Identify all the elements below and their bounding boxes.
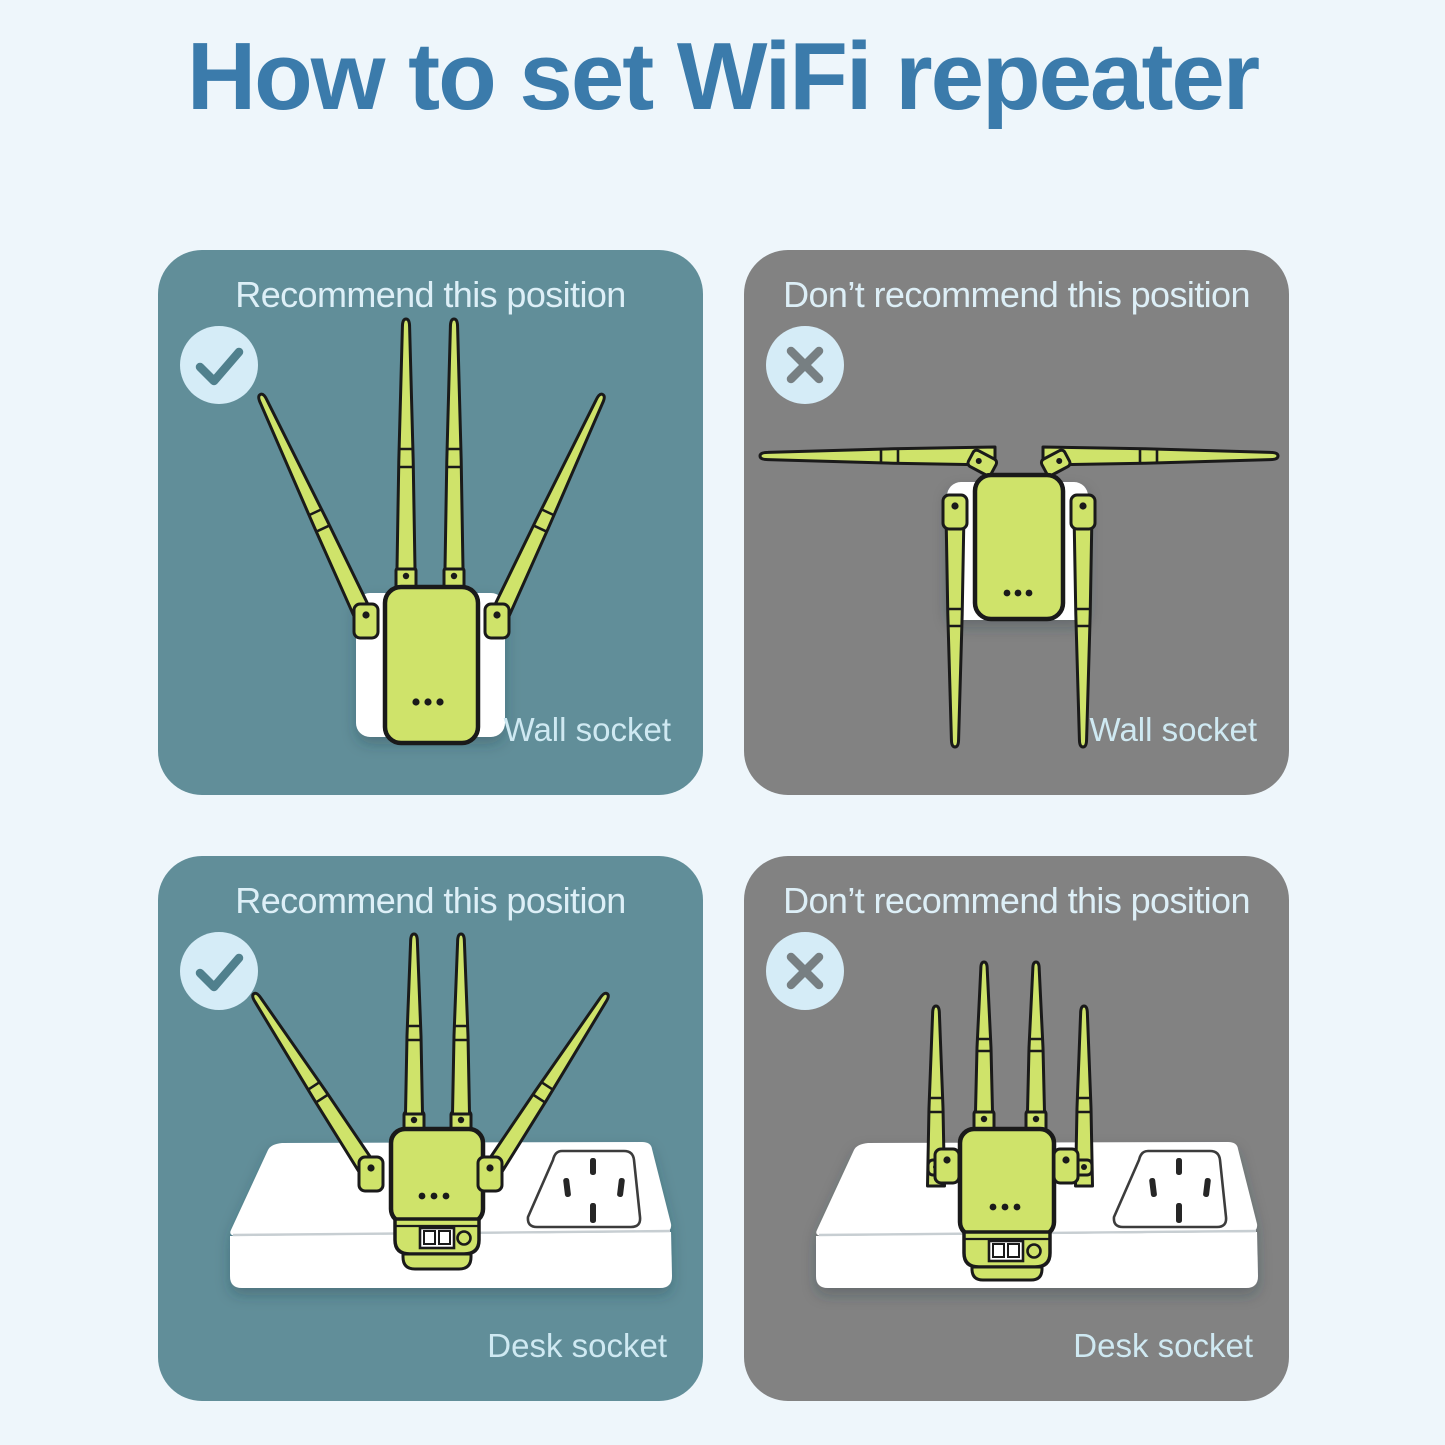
- cross-icon: [766, 326, 844, 404]
- antenna-down-left-icon: [944, 510, 966, 749]
- antenna-horizontal-left-icon: [758, 445, 997, 467]
- antenna-center-right-icon: [442, 317, 466, 593]
- panel-desk-recommended: Recommend this position Desk socket: [158, 856, 703, 1401]
- hinge-left-icon: [352, 602, 380, 640]
- repeater-wall-recommended-illustration: [250, 317, 613, 746]
- antenna-side-left-icon: [250, 389, 376, 627]
- check-icon: [180, 932, 258, 1010]
- antenna-inner-right-icon: [1024, 960, 1048, 1136]
- antenna-center-right-icon: [449, 932, 473, 1137]
- hinge-right-icon: [476, 1155, 504, 1193]
- top-stub-right-icon: [1039, 448, 1072, 477]
- check-icon: [180, 326, 258, 404]
- hinge-right-icon: [1069, 493, 1097, 531]
- top-stub-left-icon: [966, 448, 999, 477]
- panel-wall-recommended: Recommend this position Wall socket: [158, 250, 703, 795]
- led-indicators: [418, 1192, 450, 1200]
- antenna-center-left-icon: [394, 317, 418, 593]
- repeater-base-ports: [393, 1217, 481, 1271]
- repeater-body: [388, 1126, 486, 1226]
- panel-heading: Recommend this position: [235, 880, 626, 921]
- repeater-base-ports: [962, 1230, 1052, 1282]
- panel-heading: Don’t recommend this position: [783, 880, 1250, 921]
- antenna-side-right-icon: [487, 389, 613, 627]
- repeater-desk-recommended-illustration: [230, 932, 672, 1288]
- panel-wall-not-recommended: Don’t recommend this position Wall socke…: [744, 250, 1289, 795]
- page-title: How to set WiFi repeater: [186, 23, 1260, 130]
- panel-heading: Recommend this position: [235, 274, 626, 315]
- socket-label: Desk socket: [487, 1327, 667, 1364]
- socket-label: Desk socket: [1073, 1327, 1253, 1364]
- led-indicators: [989, 1203, 1021, 1211]
- led-indicators: [1003, 589, 1033, 597]
- hinge-right-icon: [483, 602, 511, 640]
- antenna-inner-left-icon: [972, 960, 996, 1136]
- panel-desk-not-recommended: Don’t recommend this position Desk socke…: [744, 856, 1289, 1401]
- led-indicators: [412, 698, 444, 706]
- hinge-left-icon: [941, 493, 969, 531]
- hinge-right-icon: [1052, 1147, 1080, 1185]
- cross-icon: [766, 932, 844, 1010]
- antenna-center-left-icon: [402, 932, 426, 1137]
- repeater-body: [957, 1126, 1057, 1239]
- panel-heading: Don’t recommend this position: [783, 274, 1250, 315]
- repeater-wall-not-recommended-illustration: [758, 445, 1280, 749]
- hinge-left-icon: [357, 1155, 385, 1193]
- repeater-desk-not-recommended-illustration: [816, 960, 1258, 1288]
- socket-label: Wall socket: [1089, 711, 1257, 748]
- socket-label: Wall socket: [503, 711, 671, 748]
- repeater-body: [972, 472, 1066, 622]
- repeater-body: [382, 584, 481, 746]
- antenna-horizontal-right-icon: [1041, 445, 1280, 467]
- hinge-left-icon: [933, 1147, 961, 1185]
